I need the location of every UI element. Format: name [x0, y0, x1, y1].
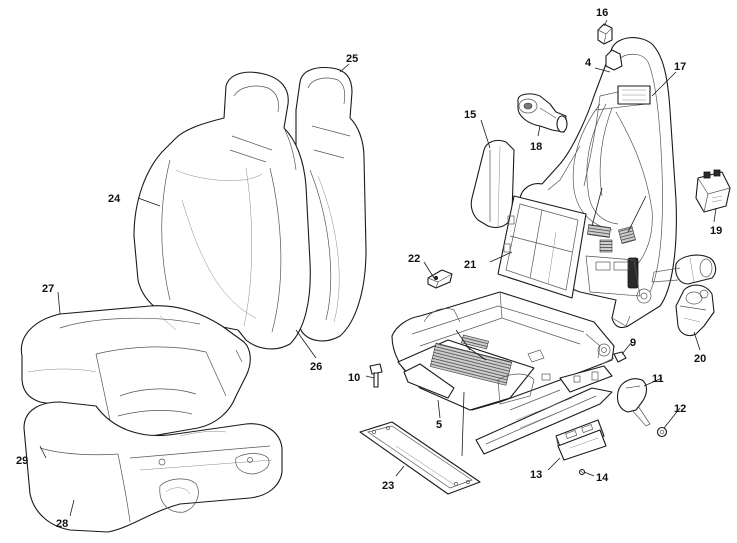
side-airbag	[470, 139, 515, 229]
callout-20: 20	[694, 353, 706, 365]
lumbar-pump	[517, 93, 568, 133]
callout-11: 11	[652, 373, 664, 385]
backrest-rear-panel	[295, 66, 367, 342]
control-module	[695, 169, 731, 213]
callout-29: 29	[16, 455, 28, 467]
callout-24: 24	[108, 193, 121, 205]
callout-9: 9	[630, 337, 636, 349]
callout-26: 26	[310, 361, 322, 373]
callout-27: 27	[42, 283, 54, 295]
leader-lines	[39, 19, 717, 517]
callout-18: 18	[530, 141, 542, 153]
callout-28: 28	[56, 518, 68, 530]
cushion-base	[23, 401, 283, 533]
callout-13: 13	[530, 469, 542, 481]
callout-22: 22	[408, 253, 420, 265]
recliner-motor	[651, 254, 717, 285]
callout-labels: 16 4 17 25 15 18 24 19 22 21 27 26 9 20 …	[16, 7, 722, 530]
callout-25: 25	[346, 53, 358, 65]
callout-19: 19	[710, 225, 722, 237]
callout-5: 5	[436, 419, 442, 431]
callout-12: 12	[674, 403, 686, 415]
callout-16: 16	[596, 7, 608, 19]
callout-17: 17	[674, 61, 686, 73]
bolt-9	[601, 351, 627, 365]
connector-clip	[427, 269, 453, 289]
backrest-front-trim	[133, 71, 311, 350]
callout-14: 14	[596, 472, 609, 484]
callout-21: 21	[464, 259, 476, 271]
seat-belt-buckle	[616, 378, 651, 427]
screw-14	[578, 468, 586, 476]
seat-switch	[555, 419, 607, 461]
height-motor	[675, 284, 715, 337]
callout-10: 10	[348, 372, 360, 384]
head-restraint-guide	[597, 23, 623, 71]
callout-4: 4	[585, 57, 592, 69]
backrest-board	[497, 195, 587, 299]
under-tray	[359, 421, 481, 495]
bolt-12	[656, 426, 668, 438]
bolt-10	[369, 363, 383, 388]
seat-frame	[391, 291, 615, 455]
callout-23: 23	[382, 480, 394, 492]
callout-15: 15	[464, 109, 476, 121]
